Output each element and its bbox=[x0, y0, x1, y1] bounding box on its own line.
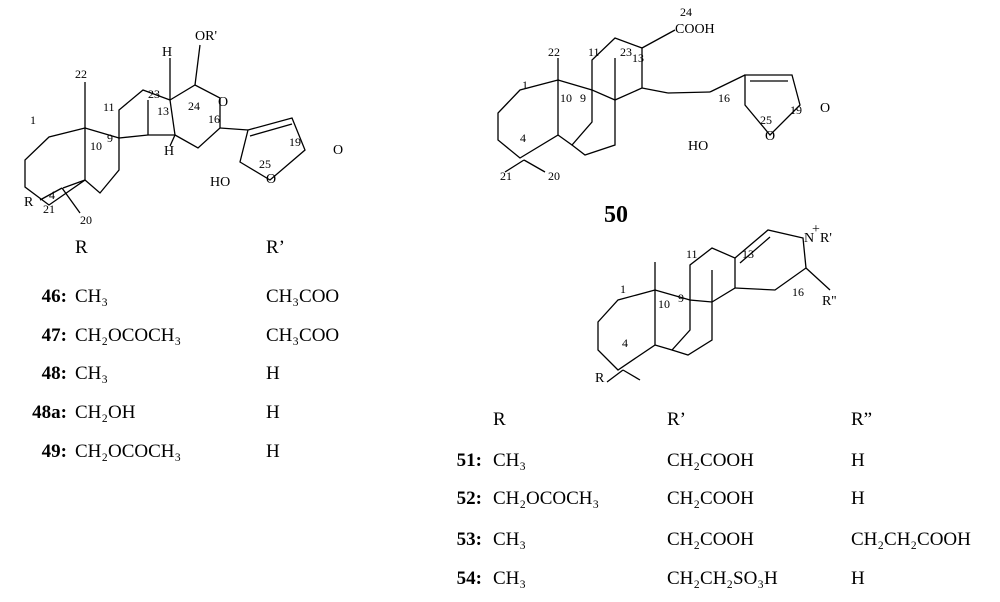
cell-rprime: CH₂COOH bbox=[667, 450, 754, 471]
compound-number: 50 bbox=[604, 202, 628, 228]
cell-r: CH₂OH bbox=[75, 402, 136, 423]
locant: 21 bbox=[500, 169, 512, 183]
locant: 19 bbox=[790, 103, 802, 117]
atom-label: HO bbox=[688, 139, 708, 154]
column-header: R bbox=[75, 237, 88, 258]
column-header: R’ bbox=[667, 409, 686, 430]
locant: 16 bbox=[718, 91, 730, 105]
locant: 23 bbox=[620, 45, 632, 59]
cell-r: CH₂OCOCH₃ bbox=[493, 488, 599, 509]
locant: 11 bbox=[588, 45, 600, 59]
locant: 16 bbox=[208, 112, 220, 126]
cell-r: CH₃ bbox=[75, 286, 108, 307]
atom-label: N bbox=[804, 231, 814, 246]
atom-label: COOH bbox=[675, 22, 715, 37]
cell-r: CH₃ bbox=[493, 568, 526, 589]
locant: 9 bbox=[107, 131, 113, 145]
cell-rprime: CH₃COO bbox=[266, 325, 339, 346]
locant: 13 bbox=[157, 104, 169, 118]
locant: 13 bbox=[742, 247, 754, 261]
locant: 20 bbox=[548, 169, 560, 183]
table-a: R R’ 46: CH₃ CH₃COO 47: CH₂OCOCH₃ CH₃COO… bbox=[32, 237, 339, 462]
locant: 25 bbox=[259, 157, 271, 171]
compound-id: 52: bbox=[457, 488, 482, 509]
atom-label: R bbox=[24, 195, 34, 210]
compound-id: 51: bbox=[457, 450, 482, 471]
cell-rprime: CH₂COOH bbox=[667, 488, 754, 509]
atom-label: + bbox=[812, 222, 820, 237]
compound-id: 53: bbox=[457, 529, 482, 550]
cell-rprime: CH₂CH₂SO₃H bbox=[667, 568, 778, 589]
cell-rdouble: H bbox=[851, 568, 865, 589]
locant: 19 bbox=[289, 135, 301, 149]
cell-rdouble: H bbox=[851, 450, 865, 471]
locant: 21 bbox=[43, 202, 55, 216]
structure-c-labels: 1 4 9 10 11 13 16 N + R' R'' R bbox=[595, 222, 836, 386]
atom-label: R bbox=[595, 371, 605, 386]
locant: 10 bbox=[560, 91, 572, 105]
locant: 22 bbox=[75, 67, 87, 81]
locant: 1 bbox=[620, 282, 626, 296]
column-header: R bbox=[493, 409, 506, 430]
cell-r: CH₃ bbox=[75, 363, 108, 384]
locant: 24 bbox=[680, 5, 692, 19]
structure-a-labels: 1 4 9 10 11 13 16 19 20 21 22 23 24 25 O… bbox=[24, 29, 343, 227]
locant: 20 bbox=[80, 213, 92, 227]
compound-id: 48: bbox=[42, 363, 67, 384]
atom-label: O bbox=[765, 129, 775, 144]
cell-rprime: CH₂COOH bbox=[667, 529, 754, 550]
locant: 23 bbox=[148, 87, 160, 101]
compound-id: 48a: bbox=[32, 402, 67, 423]
locant: 4 bbox=[49, 188, 55, 202]
cell-r: CH₃ bbox=[493, 450, 526, 471]
cell-r: CH₃ bbox=[493, 529, 526, 550]
atom-label: O bbox=[266, 172, 276, 187]
atom-label: H bbox=[162, 45, 172, 60]
atom-label: O bbox=[333, 143, 343, 158]
atom-label: R' bbox=[820, 231, 832, 246]
locant: 4 bbox=[622, 336, 628, 350]
structure-a bbox=[24, 44, 306, 214]
structure-b-labels: 1 4 9 10 11 13 16 19 20 21 22 23 24 25 C… bbox=[500, 5, 830, 228]
cell-rprime: H bbox=[266, 402, 280, 423]
locant: 13 bbox=[632, 51, 644, 65]
locant: 9 bbox=[678, 291, 684, 305]
locant: 22 bbox=[548, 45, 560, 59]
locant: 10 bbox=[658, 297, 670, 311]
compound-id: 46: bbox=[42, 286, 67, 307]
locant: 11 bbox=[103, 100, 115, 114]
cell-rprime: H bbox=[266, 363, 280, 384]
locant: 11 bbox=[686, 247, 698, 261]
compound-id: 47: bbox=[42, 325, 67, 346]
cell-rdouble: H bbox=[851, 488, 865, 509]
locant: 25 bbox=[760, 113, 772, 127]
cell-rdouble: CH₂CH₂COOH bbox=[851, 529, 971, 550]
cell-r: CH₂OCOCH₃ bbox=[75, 325, 181, 346]
locant: 10 bbox=[90, 139, 102, 153]
cell-rprime: H bbox=[266, 441, 280, 462]
column-header: R” bbox=[851, 409, 872, 430]
atom-label: O bbox=[820, 101, 830, 116]
locant: 1 bbox=[522, 78, 528, 92]
cell-rprime: CH₃COO bbox=[266, 286, 339, 307]
atom-label: OR' bbox=[195, 29, 217, 44]
locant: 24 bbox=[188, 99, 200, 113]
atom-label: R'' bbox=[822, 294, 836, 309]
compound-id: 49: bbox=[42, 441, 67, 462]
table-b: R R’ R” 51: CH₃ CH₂COOH H 52: CH₂OCOCH₃ … bbox=[457, 409, 971, 589]
cell-r: CH₂OCOCH₃ bbox=[75, 441, 181, 462]
locant: 16 bbox=[792, 285, 804, 299]
atom-label: H bbox=[164, 144, 174, 159]
atom-label: O bbox=[218, 95, 228, 110]
locant: 9 bbox=[580, 91, 586, 105]
atom-label: HO bbox=[210, 175, 230, 190]
locant: 1 bbox=[30, 113, 36, 127]
locant: 4 bbox=[520, 131, 526, 145]
structure-c bbox=[597, 229, 831, 383]
structure-b bbox=[497, 29, 801, 173]
compound-id: 54: bbox=[457, 568, 482, 589]
column-header: R’ bbox=[266, 237, 285, 258]
